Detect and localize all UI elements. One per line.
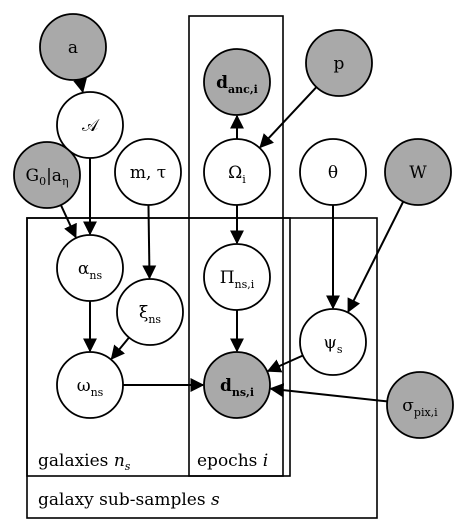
node-Omega: Ωi: [203, 138, 271, 206]
plate-galaxies: [26, 217, 291, 477]
node-label-mtau: m, τ: [130, 163, 166, 183]
node-label-sigma: σpix,i: [402, 396, 438, 419]
node-mtau: m, τ: [114, 138, 182, 206]
node-circle-mtau: [114, 138, 182, 206]
node-label-danc: danc,i: [216, 73, 258, 96]
node-circle-Pi: [203, 243, 271, 311]
edge-psi-to-dnsi: [266, 354, 304, 373]
node-W: W: [384, 138, 452, 206]
plate-label-epochs: epochs i: [197, 451, 268, 471]
node-circle-dnsi: [203, 351, 271, 419]
edge-mtau-to-xi: [142, 204, 157, 280]
node-circle-xi: [116, 278, 184, 346]
node-circle-omega: [56, 351, 124, 419]
node-circle-a: [39, 13, 107, 81]
node-omega: ωns: [56, 351, 124, 419]
node-circle-Omega: [203, 138, 271, 206]
plate-epochs: [188, 15, 284, 477]
edge-G0-to-alpha: [59, 204, 77, 239]
edge-p-to-Omega: [259, 86, 318, 149]
node-psi: ψs: [299, 308, 367, 376]
edge-xi-to-omega: [110, 336, 130, 360]
node-G0: G0|aη: [13, 141, 81, 209]
node-p: p: [305, 29, 373, 97]
node-label-theta: θ: [328, 163, 338, 183]
node-label-alpha: αns: [78, 259, 103, 282]
edge-sigma-to-dnsi: [269, 383, 388, 403]
node-label-G0: G0|aη: [25, 166, 68, 188]
node-circle-alpha: [56, 234, 124, 302]
node-label-dnsi: dns,i: [220, 376, 254, 399]
node-circle-sigma: [386, 371, 454, 439]
node-circle-p: [305, 29, 373, 97]
node-circle-W: [384, 138, 452, 206]
node-circle-psi: [299, 308, 367, 376]
node-Pi: Πns,i: [203, 243, 271, 311]
node-xi: ξns: [116, 278, 184, 346]
node-label-omega: ωns: [77, 376, 104, 399]
node-circle-danc: [203, 48, 271, 116]
node-circle-A: [56, 91, 124, 159]
node-A: 𝒜: [56, 91, 124, 159]
node-label-W: W: [409, 163, 427, 183]
node-label-Pi: Πns,i: [220, 268, 255, 291]
node-label-A: 𝒜: [82, 116, 100, 136]
node-dnsi: dns,i: [203, 351, 271, 419]
node-label-psi: ψs: [324, 333, 343, 356]
node-label-p: p: [334, 54, 345, 74]
node-label-xi: ξns: [139, 303, 161, 326]
edge-W-to-psi: [347, 201, 405, 313]
node-theta: θ: [299, 138, 367, 206]
node-a: a: [39, 13, 107, 81]
node-alpha: αns: [56, 234, 124, 302]
node-danc: danc,i: [203, 48, 271, 116]
node-label-a: a: [68, 38, 78, 58]
edges-layer: [59, 77, 405, 403]
node-circle-theta: [299, 138, 367, 206]
plate-label-subsamples: galaxy sub-samples s: [38, 490, 220, 510]
node-sigma: σpix,i: [386, 371, 454, 439]
plate-label-galaxies: galaxies ns: [38, 451, 131, 473]
edge-a-to-A: [73, 77, 87, 94]
node-circle-G0: [13, 141, 81, 209]
node-label-Omega: Ωi: [228, 163, 246, 186]
